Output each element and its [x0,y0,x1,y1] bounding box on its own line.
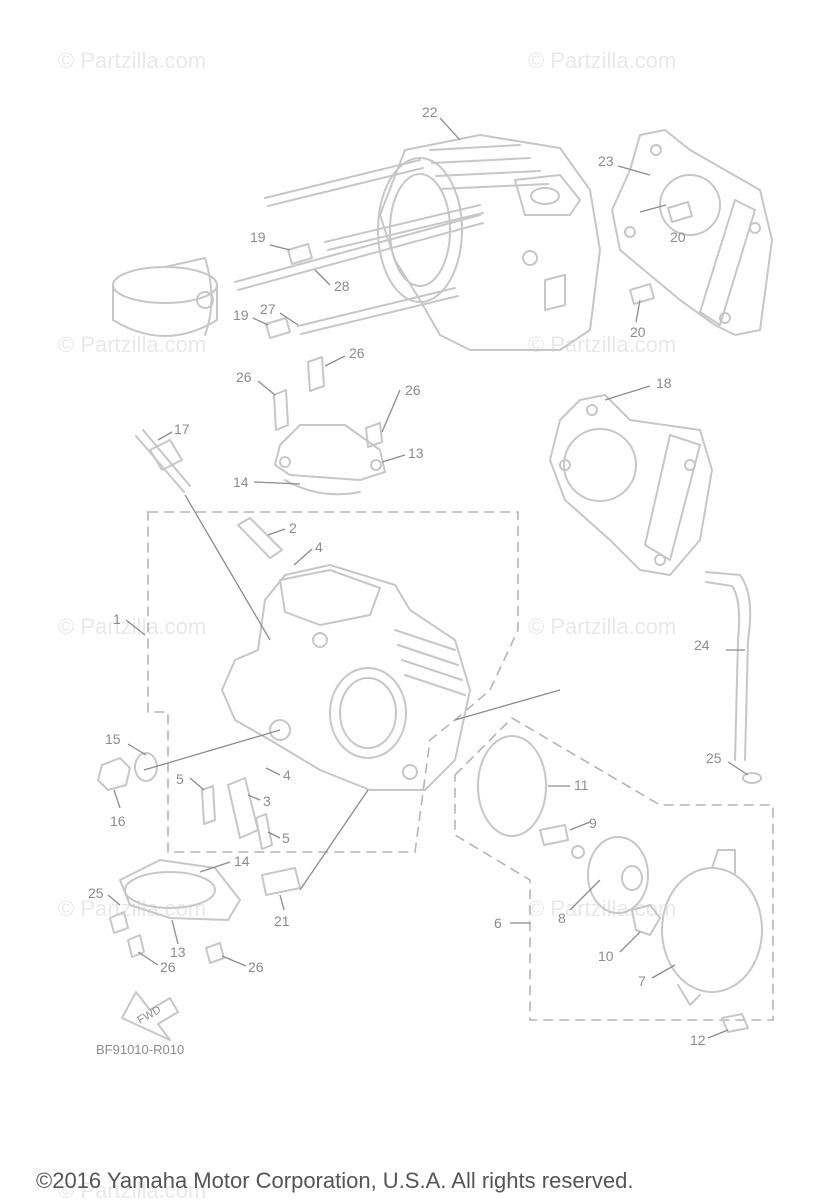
callout-1: 1 [113,611,121,627]
watermark: © Partzilla.com [58,1178,206,1200]
hose-part [705,571,752,761]
pump-cover-part [661,849,763,1006]
callout-11: 11 [574,777,589,793]
cylinder-head-part [221,564,471,791]
watermark: © Partzilla.com [528,614,676,639]
forward-arrow-icon: FWD [121,991,179,1041]
callout-16: 16 [110,813,126,829]
callout-12: 12 [690,1032,706,1048]
cylinder-gasket-part [611,129,773,336]
callout-25: 25 [706,750,722,766]
callout-26: 26 [248,959,264,975]
watermark: © Partzilla.com [58,614,206,639]
callout-labels: 22 23 20 19 28 19 27 20 26 26 26 18 17 1… [88,104,722,1048]
callout-21: 21 [274,913,290,929]
callout-27: 27 [260,301,276,317]
water-pump-assembly-box [454,716,774,1021]
callout-26: 26 [349,345,365,361]
diagram-code: BF91010-R010 [96,1042,184,1057]
lower-cover-part [109,859,241,964]
callout-14: 14 [234,853,250,869]
callout-5: 5 [282,830,290,846]
callout-4: 4 [315,539,323,555]
callout-3: 3 [263,793,271,809]
copyright-notice: ©2016 Yamaha Motor Corporation, U.S.A. A… [36,1168,633,1193]
plug-and-washer-parts [97,752,158,791]
piston-part [112,257,218,337]
callout-19: 19 [233,307,249,323]
watermark-layer: © Partzilla.com © Partzilla.com © Partzi… [58,48,676,1200]
cylinder-head-assembly-box [147,511,519,853]
callout-26: 26 [405,382,421,398]
stud-bolts [234,159,484,335]
callout-26: 26 [236,369,252,385]
dowel-pins [265,201,693,339]
callout-2: 2 [289,520,297,536]
callout-9: 9 [589,815,597,831]
callout-8: 8 [558,910,566,926]
callout-17: 17 [174,421,190,437]
watermark: © Partzilla.com [528,48,676,73]
callout-24: 24 [694,637,710,653]
callout-19: 19 [250,229,266,245]
impeller-part [587,836,649,914]
seal-part [631,904,661,936]
bolt-9 [539,824,569,846]
callout-28: 28 [334,278,350,294]
head-gasket-part [549,394,713,576]
callout-4: 4 [283,767,291,783]
bolt-12 [721,1013,749,1033]
leader-lines [107,117,749,1039]
callout-25: 25 [88,885,104,901]
callout-15: 15 [105,731,121,747]
watermark: © Partzilla.com [58,48,206,73]
callout-18: 18 [656,375,672,391]
valve-guides [201,517,301,896]
callout-22: 22 [422,104,438,120]
callout-10: 10 [598,948,614,964]
callout-26: 26 [160,959,176,975]
callout-13: 13 [408,445,424,461]
bolts-26 [273,356,383,448]
callout-23: 23 [598,153,614,169]
callout-6: 6 [494,915,502,931]
callout-20: 20 [630,324,646,340]
callout-7: 7 [638,973,646,989]
hose-clamp-part [742,772,762,784]
callout-13: 13 [170,944,186,960]
o-ring-part [477,735,547,837]
spark-plug-part [135,429,191,493]
callout-14: 14 [233,474,249,490]
watermark: © Partzilla.com [528,332,676,357]
watermark: © Partzilla.com [58,332,206,357]
callout-20: 20 [670,229,686,245]
washer-9 [571,845,585,859]
callout-5: 5 [176,771,184,787]
